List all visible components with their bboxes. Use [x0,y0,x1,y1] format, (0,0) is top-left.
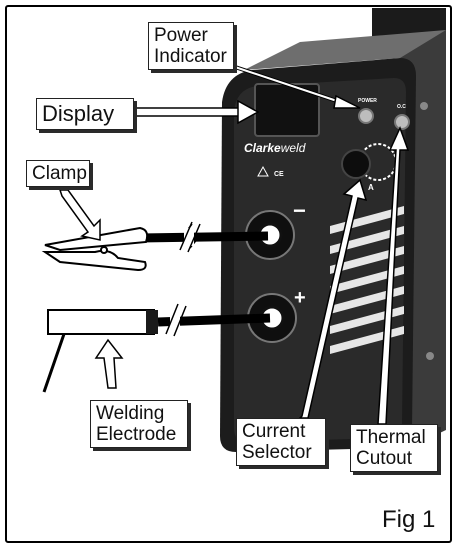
welding-rod [42,333,66,393]
warning-triangle-icon [257,165,269,177]
welding-electrode-line-1: Welding [96,403,165,424]
power-indicator-leader [231,64,361,109]
clamp-leader [58,189,101,241]
welding-electrode-line-2: Electrode [96,424,177,445]
minus-sign: − [293,198,306,223]
power-indicator-callout: Power Indicator [148,22,234,70]
thermal-cutout-line-1: Thermal [356,427,426,448]
clamp-callout: Clamp [26,160,90,187]
current-selector-callout: Current Selector [236,418,326,466]
electrode-holder [47,309,155,335]
electrode-leader [94,338,124,389]
current-selector-line-1: Current [242,421,306,442]
power-text: POWER [358,98,377,104]
figure-label: Fig 1 [382,506,436,533]
thermal-cutout-lamp [394,114,410,130]
welder-top-panel [244,30,446,70]
thermal-cutout-callout: Thermal Cutout [350,424,438,472]
display-leader [132,99,260,125]
welding-electrode-callout: Welding Electrode [90,400,188,448]
clamp-cable [139,231,269,243]
power-indicator-line-1: Power [154,25,208,46]
current-selector-knob [341,149,371,179]
power-indicator-line-2: Indicator [154,46,227,67]
brand-logo: Clarkeweld [244,141,306,155]
plus-sign: + [294,287,306,309]
oc-text: O.C [397,104,406,110]
current-selector-leader [298,178,368,419]
ce-mark: CE [274,171,284,178]
thermal-cutout-leader [377,126,410,425]
thermal-cutout-line-2: Cutout [356,448,412,469]
display-callout: Display [36,98,134,130]
display-label: Display [42,101,115,126]
current-selector-line-2: Selector [242,442,312,463]
clamp-label: Clamp [32,163,87,184]
knob-letter: A [368,183,374,192]
power-indicator-lamp [358,108,374,124]
